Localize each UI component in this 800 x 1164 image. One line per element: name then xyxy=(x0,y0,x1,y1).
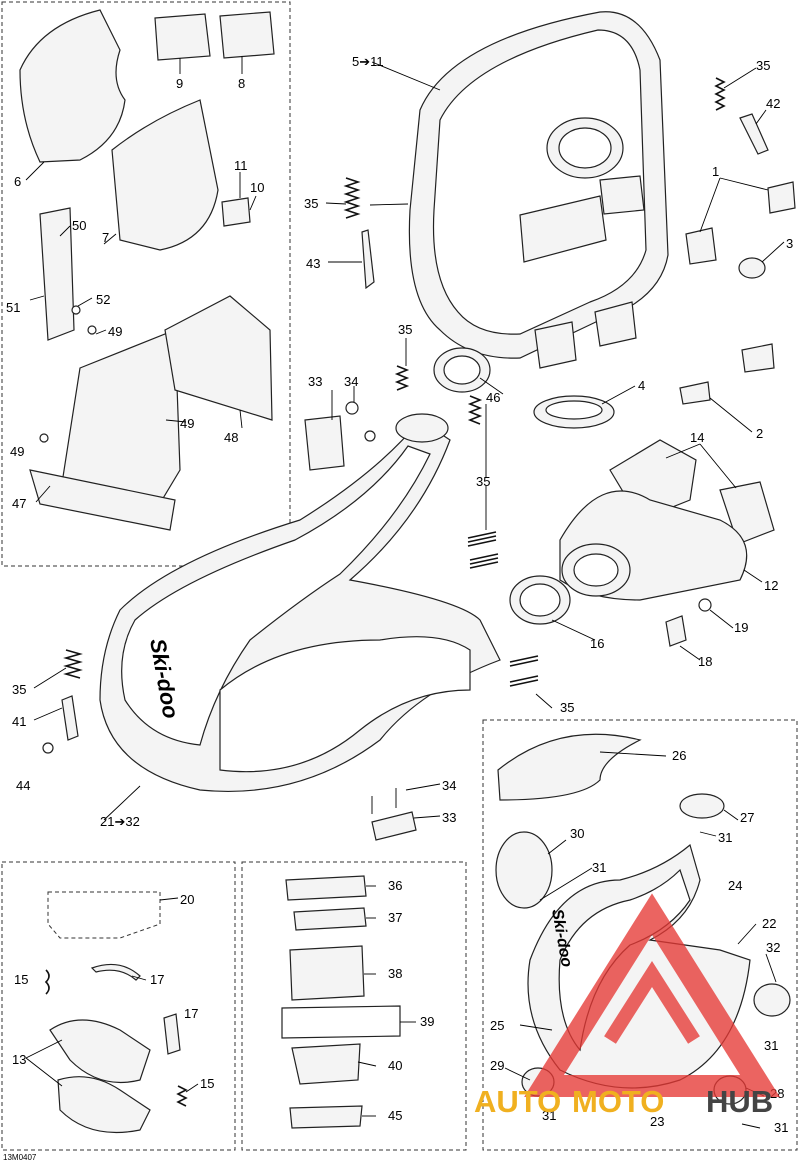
callout-30: 30 xyxy=(570,826,584,841)
callout-8: 8 xyxy=(238,76,245,91)
callout-35: 35 xyxy=(398,322,412,337)
callout-48: 48 xyxy=(224,430,238,445)
callout-36: 36 xyxy=(388,878,402,893)
inset-top-left-parts xyxy=(19,9,275,531)
callout-31: 31 xyxy=(774,1120,788,1135)
callout-6: 6 xyxy=(14,174,21,189)
callout-43: 43 xyxy=(306,256,320,271)
watermark-text-auto: AUTO xyxy=(474,1084,561,1119)
callout-38: 38 xyxy=(388,966,402,981)
callout-16: 16 xyxy=(590,636,604,651)
callout-7: 7 xyxy=(102,230,109,245)
watermark-text-hub: HUB xyxy=(706,1084,773,1119)
callout-18: 18 xyxy=(698,654,712,669)
bracket-33-low xyxy=(371,788,417,841)
callout-23: 23 xyxy=(650,1114,664,1129)
callout-49: 49 xyxy=(108,324,122,339)
inset-bottom-left-parts xyxy=(44,891,188,1134)
callout-31: 31 xyxy=(718,830,732,845)
callout-52: 52 xyxy=(96,292,110,307)
callout-31: 31 xyxy=(592,860,606,875)
callout-37: 37 xyxy=(388,910,402,925)
callout-2: 2 xyxy=(756,426,763,441)
ring-46 xyxy=(433,347,491,393)
callout-17: 17 xyxy=(184,1006,198,1021)
callout-41: 41 xyxy=(12,714,26,729)
callout-26: 26 xyxy=(672,748,686,763)
callout-29: 29 xyxy=(490,1058,504,1073)
muffler-assembly xyxy=(408,11,669,369)
bracket-42 xyxy=(739,113,769,155)
callout-24: 24 xyxy=(728,878,742,893)
springs-35 xyxy=(63,77,726,687)
callout-22: 22 xyxy=(762,916,776,931)
bracket-41 xyxy=(61,695,79,741)
callout-20: 20 xyxy=(180,892,194,907)
callout-1: 1 xyxy=(712,164,719,179)
callout-50: 50 xyxy=(72,218,86,233)
callout-34: 34 xyxy=(344,374,358,389)
callout-17: 17 xyxy=(150,972,164,987)
callout-13: 13 xyxy=(12,1052,26,1067)
watermark-text-moto: MOTO xyxy=(572,1084,664,1119)
callout-49: 49 xyxy=(10,444,24,459)
callout-14: 14 xyxy=(690,430,704,445)
callout-15: 15 xyxy=(14,972,28,987)
callout-47: 47 xyxy=(12,496,26,511)
callout-46: 46 xyxy=(486,390,500,405)
leader-lines xyxy=(25,56,785,1129)
callout-35: 35 xyxy=(12,682,26,697)
callout-35: 35 xyxy=(304,196,318,211)
callout-49: 49 xyxy=(180,416,194,431)
callout-34: 34 xyxy=(442,778,456,793)
callout-51: 51 xyxy=(6,300,20,315)
mount-parts-1-2-3-4 xyxy=(533,181,796,429)
callout-12: 12 xyxy=(764,578,778,593)
drawing-code: 13M0407 xyxy=(3,1153,37,1162)
callout-25: 25 xyxy=(490,1018,504,1033)
callout-15: 15 xyxy=(200,1076,214,1091)
callout-27: 27 xyxy=(740,810,754,825)
tuned-pipe xyxy=(99,413,501,793)
bracket-43 xyxy=(361,229,375,290)
exhaust-manifold xyxy=(509,439,775,647)
callout-5-11: 5➔11 xyxy=(352,54,384,69)
callout-45: 45 xyxy=(388,1108,402,1123)
callout-35: 35 xyxy=(476,474,490,489)
callout-4: 4 xyxy=(638,378,645,393)
callout-31: 31 xyxy=(542,1108,556,1123)
callout-42: 42 xyxy=(766,96,780,111)
inset-frame-top-left xyxy=(1,1,291,567)
callout-31: 31 xyxy=(764,1038,778,1053)
callout-9: 9 xyxy=(176,76,183,91)
callout-11: 11 xyxy=(234,158,248,173)
callout-numbers: 5➔11 35 42 1 3 35 43 35 33 34 46 4 2 14 … xyxy=(6,54,793,1135)
callout-33: 33 xyxy=(308,374,322,389)
callout-33: 33 xyxy=(442,810,456,825)
inset-frame-bottom-right xyxy=(482,719,798,1151)
callout-21-32: 21➔32 xyxy=(100,814,140,829)
callout-32: 32 xyxy=(766,940,780,955)
inset-bottom-middle-parts xyxy=(281,875,401,1129)
callout-35: 35 xyxy=(756,58,770,73)
inset-frame-bottom-left xyxy=(1,861,236,1151)
callout-10: 10 xyxy=(250,180,264,195)
callout-19: 19 xyxy=(734,620,748,635)
callout-44: 44 xyxy=(16,778,30,793)
watermark-logo: AUTO MOTO HUB xyxy=(474,893,780,1119)
callout-3: 3 xyxy=(786,236,793,251)
screw-44 xyxy=(42,742,54,754)
callout-40: 40 xyxy=(388,1058,402,1073)
bracket-33-top xyxy=(304,401,376,471)
callout-39: 39 xyxy=(420,1014,434,1029)
callout-35: 35 xyxy=(560,700,574,715)
inset-frame-bottom-middle xyxy=(241,861,467,1151)
